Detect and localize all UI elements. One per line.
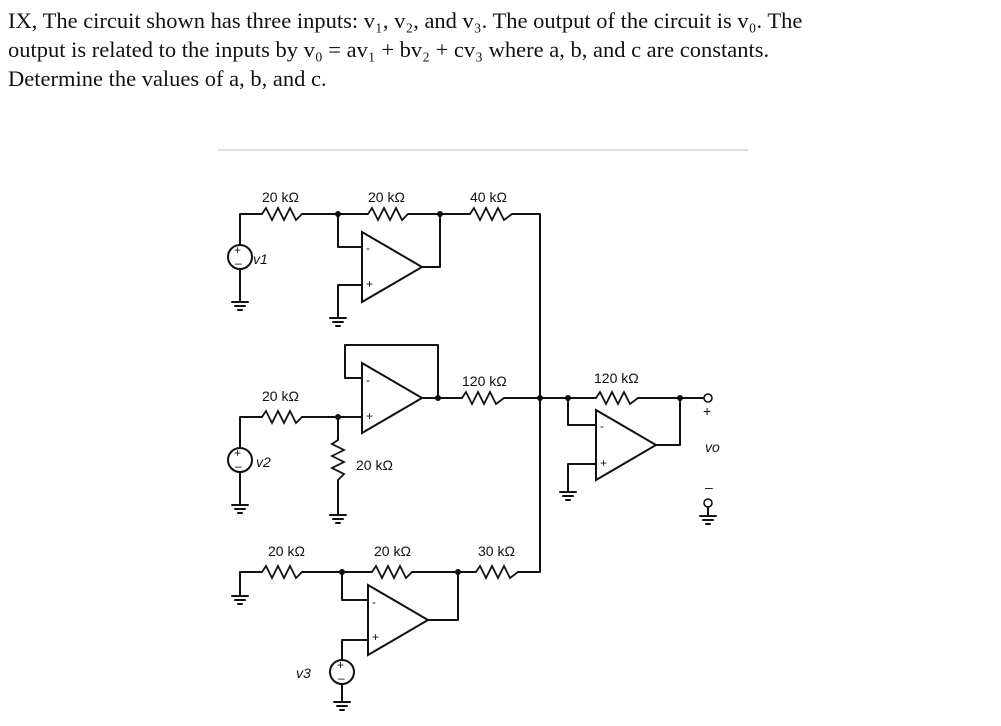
ground-icon — [329, 514, 347, 524]
opamp-2-plus: + — [366, 409, 373, 423]
opamp-1-minus: - — [366, 241, 370, 255]
resistor-r-amp3-fb: 20 kΩ — [371, 543, 413, 581]
stage-3: 20 kΩ 20 kΩ 30 kΩ - + + – v3 — [239, 397, 541, 703]
resistor-r-amp1-fb: 20 kΩ — [367, 189, 409, 223]
label-v3: v3 — [296, 665, 311, 681]
output-vo-label: vo — [705, 439, 720, 455]
resistor-r-v2-shunt: 20 kΩ — [329, 439, 393, 481]
label-r-v2-shunt: 20 kΩ — [356, 457, 393, 473]
stage-1: + – v1 20 kΩ 20 kΩ 40 kΩ - + — [227, 189, 541, 399]
label-r-v2-in: 20 kΩ — [262, 388, 299, 404]
svg-text:–: – — [235, 459, 242, 473]
resistor-r-amp2-out: 120 kΩ — [461, 373, 507, 407]
resistor-r-v3-gnd: 20 kΩ — [261, 543, 305, 581]
output-minus-label: – — [705, 479, 713, 495]
svg-text:+: + — [337, 658, 344, 672]
svg-text:+: + — [234, 243, 241, 257]
opamp-2 — [361, 361, 424, 435]
ground-icon — [699, 515, 717, 525]
ground-icon — [333, 701, 351, 711]
label-v2: v2 — [256, 454, 271, 470]
label-r-amp3-fb: 20 kΩ — [374, 543, 411, 559]
ground-icon — [231, 595, 249, 605]
source-v3: + – v3 — [296, 658, 355, 685]
label-r-v3-gnd: 20 kΩ — [268, 543, 305, 559]
opamp-1-plus: + — [366, 277, 373, 291]
label-r-v1-in: 20 kΩ — [262, 189, 299, 205]
opamp-3-minus: - — [372, 595, 376, 609]
output-terminal-plus — [703, 393, 713, 403]
opamp-1 — [361, 230, 424, 304]
stage-output: 120 kΩ - + + vo – — [567, 370, 720, 517]
opamp-2-minus: - — [366, 373, 370, 387]
resistor-r-out-fb: 120 kΩ — [594, 370, 639, 407]
resistor-r-v2-in: 20 kΩ — [261, 388, 303, 426]
stage-2: + – v2 20 kΩ 20 kΩ - + 120 kΩ — [227, 344, 597, 516]
svg-text:–: – — [235, 256, 242, 270]
problem-line-3: Determine the values of a, b, and c. — [8, 66, 327, 91]
ground-icon — [559, 491, 577, 501]
label-r-amp3-out: 30 kΩ — [478, 543, 515, 559]
problem-line-1: IX, The circuit shown has three inputs: … — [8, 8, 803, 33]
svg-text:+: + — [234, 446, 241, 460]
label-v1: v1 — [253, 251, 268, 267]
source-v1: + – v1 — [227, 243, 268, 270]
resistor-r-v1-in: 20 kΩ — [261, 189, 303, 223]
ground-icon — [329, 317, 347, 327]
opamp-out-minus: - — [600, 419, 604, 433]
problem-line-2: output is related to the inputs by v₀ = … — [8, 37, 770, 62]
svg-text:–: – — [338, 671, 345, 685]
opamp-output — [595, 408, 658, 482]
opamp-3-plus: + — [372, 630, 379, 644]
output-plus-label: + — [703, 403, 711, 419]
label-r-amp1-out: 40 kΩ — [470, 189, 507, 205]
resistor-r-amp1-out: 40 kΩ — [469, 189, 513, 223]
ground-icon — [231, 504, 249, 514]
source-v2: + – v2 — [227, 446, 271, 473]
ground-symbols — [231, 301, 717, 711]
opamp-out-plus: + — [600, 456, 607, 470]
label-r-amp2-out: 120 kΩ — [462, 373, 507, 389]
problem-statement: IX, The circuit shown has three inputs: … — [8, 6, 993, 93]
label-r-amp1-fb: 20 kΩ — [368, 189, 405, 205]
label-r-out-fb: 120 kΩ — [594, 370, 639, 386]
output-terminal-minus — [703, 498, 713, 508]
ground-icon — [231, 301, 249, 311]
resistor-r-amp3-out: 30 kΩ — [475, 543, 519, 581]
opamp-3 — [367, 583, 430, 657]
